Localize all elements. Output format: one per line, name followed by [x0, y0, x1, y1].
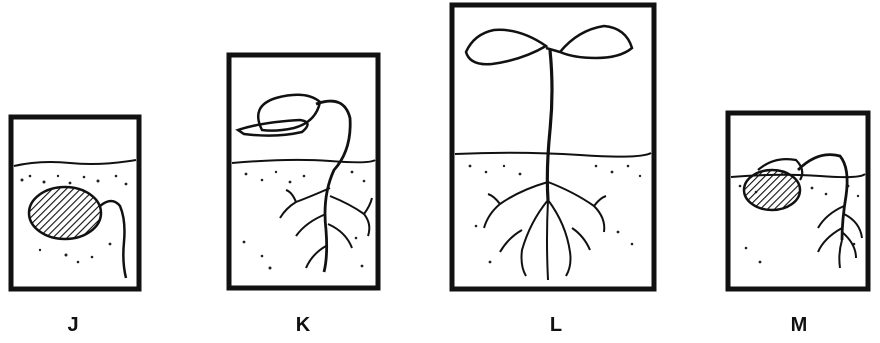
panel-m	[728, 113, 868, 289]
panel-k-soil-dots	[243, 171, 366, 270]
panel-label-j: J	[53, 314, 93, 337]
roots	[484, 182, 606, 280]
stem-inner	[546, 48, 560, 52]
panel-label-l: L	[536, 314, 576, 337]
right-leaf	[560, 26, 632, 58]
panel-l-soil-dots	[469, 165, 642, 264]
panel-j-soil-line	[14, 160, 136, 166]
left-leaf	[466, 30, 546, 64]
stem	[547, 50, 552, 200]
panel-label-m: M	[779, 314, 819, 337]
panel-j	[11, 117, 139, 289]
panel-k	[229, 55, 378, 288]
panel-k-soil-line	[232, 160, 375, 163]
panel-label-k: K	[283, 314, 323, 337]
stem	[316, 101, 350, 272]
panel-l-soil-line	[455, 153, 651, 157]
seed	[744, 170, 800, 210]
hypocotyl	[798, 155, 847, 240]
seed	[29, 187, 101, 239]
panel-k-frame	[229, 55, 378, 288]
radicle	[100, 201, 126, 278]
roots	[818, 206, 862, 268]
panel-l-frame	[452, 5, 654, 289]
cotyledons	[258, 95, 320, 131]
panel-l	[452, 5, 654, 289]
